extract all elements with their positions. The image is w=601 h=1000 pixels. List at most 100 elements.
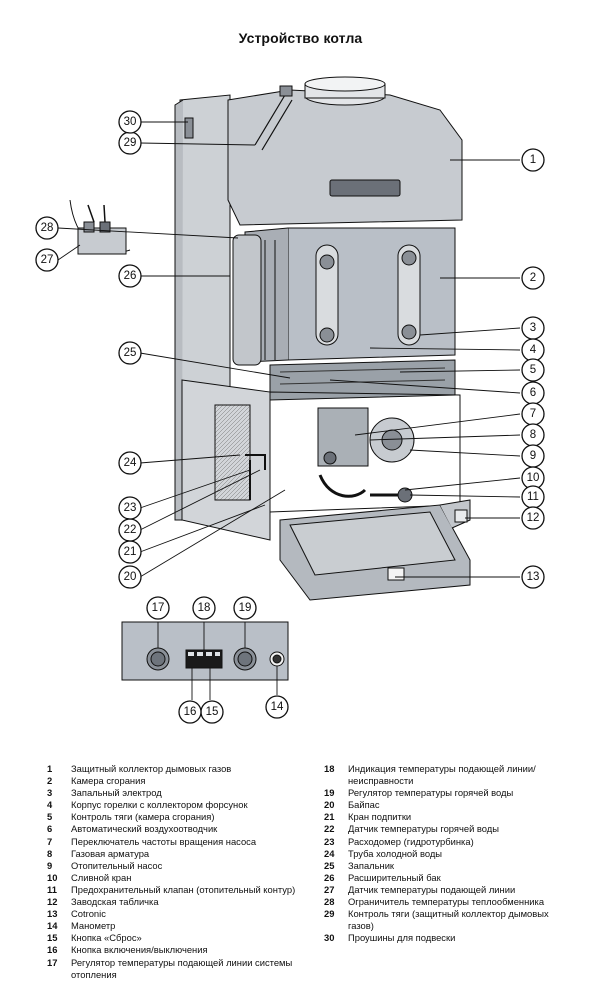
legend-text: Защитный коллектор дымовых газов: [71, 763, 232, 774]
legend-text: Запальник: [348, 859, 395, 871]
legend-number: 13: [47, 908, 58, 920]
legend-text: Автоматический воздухоотводчик: [71, 823, 218, 835]
callout-label: 28: [41, 222, 54, 234]
callout-label: 10: [527, 472, 540, 484]
legend-number: 5: [47, 811, 53, 823]
callout-2: 2: [521, 266, 545, 290]
legend-text: Сливной кран: [71, 871, 132, 883]
legend-item: 16 Кнопка включения/выключения: [47, 944, 322, 956]
legend-number: 9: [47, 859, 53, 871]
callout-label: 29: [124, 137, 137, 149]
legend-text: Манометр: [71, 920, 116, 932]
callout-label: 23: [124, 502, 137, 514]
callout-12: 12: [521, 506, 545, 530]
legend-item: 8 Газовая арматура: [47, 848, 322, 860]
legend-number: 12: [47, 896, 58, 908]
legend-number: 14: [47, 920, 58, 932]
callout-16: 16: [178, 700, 202, 724]
legend-number: 18: [324, 763, 335, 774]
legend-item: 25 Запальник: [324, 860, 564, 872]
legend-number: 2: [47, 775, 53, 787]
callout-27: 27: [35, 248, 59, 272]
legend-text: Расходомер (гидротурбинка): [348, 835, 474, 847]
legend-number: 24: [324, 847, 335, 859]
legend-number: 3: [47, 787, 53, 799]
legend-text: Проушины для подвески: [348, 932, 456, 944]
callout-label: 15: [206, 706, 219, 718]
callout-3: 3: [521, 316, 545, 340]
legend-text: Cotronic: [71, 908, 106, 920]
flue-collector: [227, 89, 463, 226]
callout-1: 1: [521, 148, 545, 172]
callout-label: 25: [124, 347, 137, 359]
legend-text: Кнопка включения/выключения: [71, 944, 208, 956]
expansion-tank: [232, 234, 262, 366]
legend-text: Газовая арматура: [71, 847, 150, 859]
callout-26: 26: [118, 264, 142, 288]
legend-item: 14 Манометр: [47, 920, 322, 932]
callout-label: 1: [530, 154, 536, 166]
callout-24: 24: [118, 451, 142, 475]
callout-label: 16: [184, 706, 197, 718]
control-panel: [121, 621, 289, 681]
callout-15: 15: [200, 700, 224, 724]
legend-text: Кнопка «Сброс»: [71, 932, 142, 944]
callout-label: 18: [198, 602, 211, 614]
callout-28: 28: [35, 216, 59, 240]
legend-number: 10: [47, 871, 58, 883]
callout-22: 22: [118, 518, 142, 542]
legend-text: Регулятор температуры горячей воды: [348, 787, 514, 799]
legend-number: 6: [47, 823, 53, 835]
legend-text: Камера сгорания: [71, 775, 146, 787]
legend-number: 27: [324, 883, 335, 895]
callout-label: 3: [530, 322, 536, 334]
callout-21: 21: [118, 540, 142, 564]
legend-number: 4: [47, 799, 53, 811]
legend-number: 28: [324, 896, 335, 908]
sensor-inset: [69, 199, 131, 255]
callout-label: 20: [124, 571, 137, 583]
callout-29: 29: [118, 131, 142, 155]
legend-number: 8: [47, 847, 53, 859]
legend-item: 2 Камера сгорания: [47, 775, 322, 787]
callout-14: 14: [265, 695, 289, 719]
callout-label: 22: [124, 524, 137, 536]
legend-number: 29: [324, 908, 335, 920]
legend-number: 17: [47, 956, 58, 968]
callout-label: 24: [124, 457, 137, 469]
callout-20: 20: [118, 565, 142, 589]
callout-label: 6: [530, 387, 536, 399]
legend-number: 25: [324, 859, 335, 871]
legend-text: Кран подпитки: [348, 811, 412, 823]
callout-label: 27: [41, 254, 54, 266]
callout-11: 11: [521, 485, 545, 509]
boiler-illustration: [174, 76, 471, 601]
callout-label: 30: [124, 116, 137, 128]
callout-18: 18: [192, 596, 216, 620]
legend-text: Датчик температуры горячей воды: [348, 823, 500, 835]
callout-23: 23: [118, 496, 142, 520]
legend-number: 16: [47, 944, 58, 956]
legend-number: 7: [47, 835, 53, 847]
legend-text: Контроль тяги (защитный коллектор дымовы…: [348, 908, 549, 932]
callout-5: 5: [521, 358, 545, 382]
legend-text: Корпус горелки с коллектором форсунок: [71, 799, 248, 811]
legend-item: 9 Отопительный насос: [47, 860, 322, 872]
callout-label: 12: [527, 512, 540, 524]
callout-label: 19: [239, 602, 252, 614]
legend-text: Отопительный насос: [71, 859, 163, 871]
legend-number: 26: [324, 871, 335, 883]
